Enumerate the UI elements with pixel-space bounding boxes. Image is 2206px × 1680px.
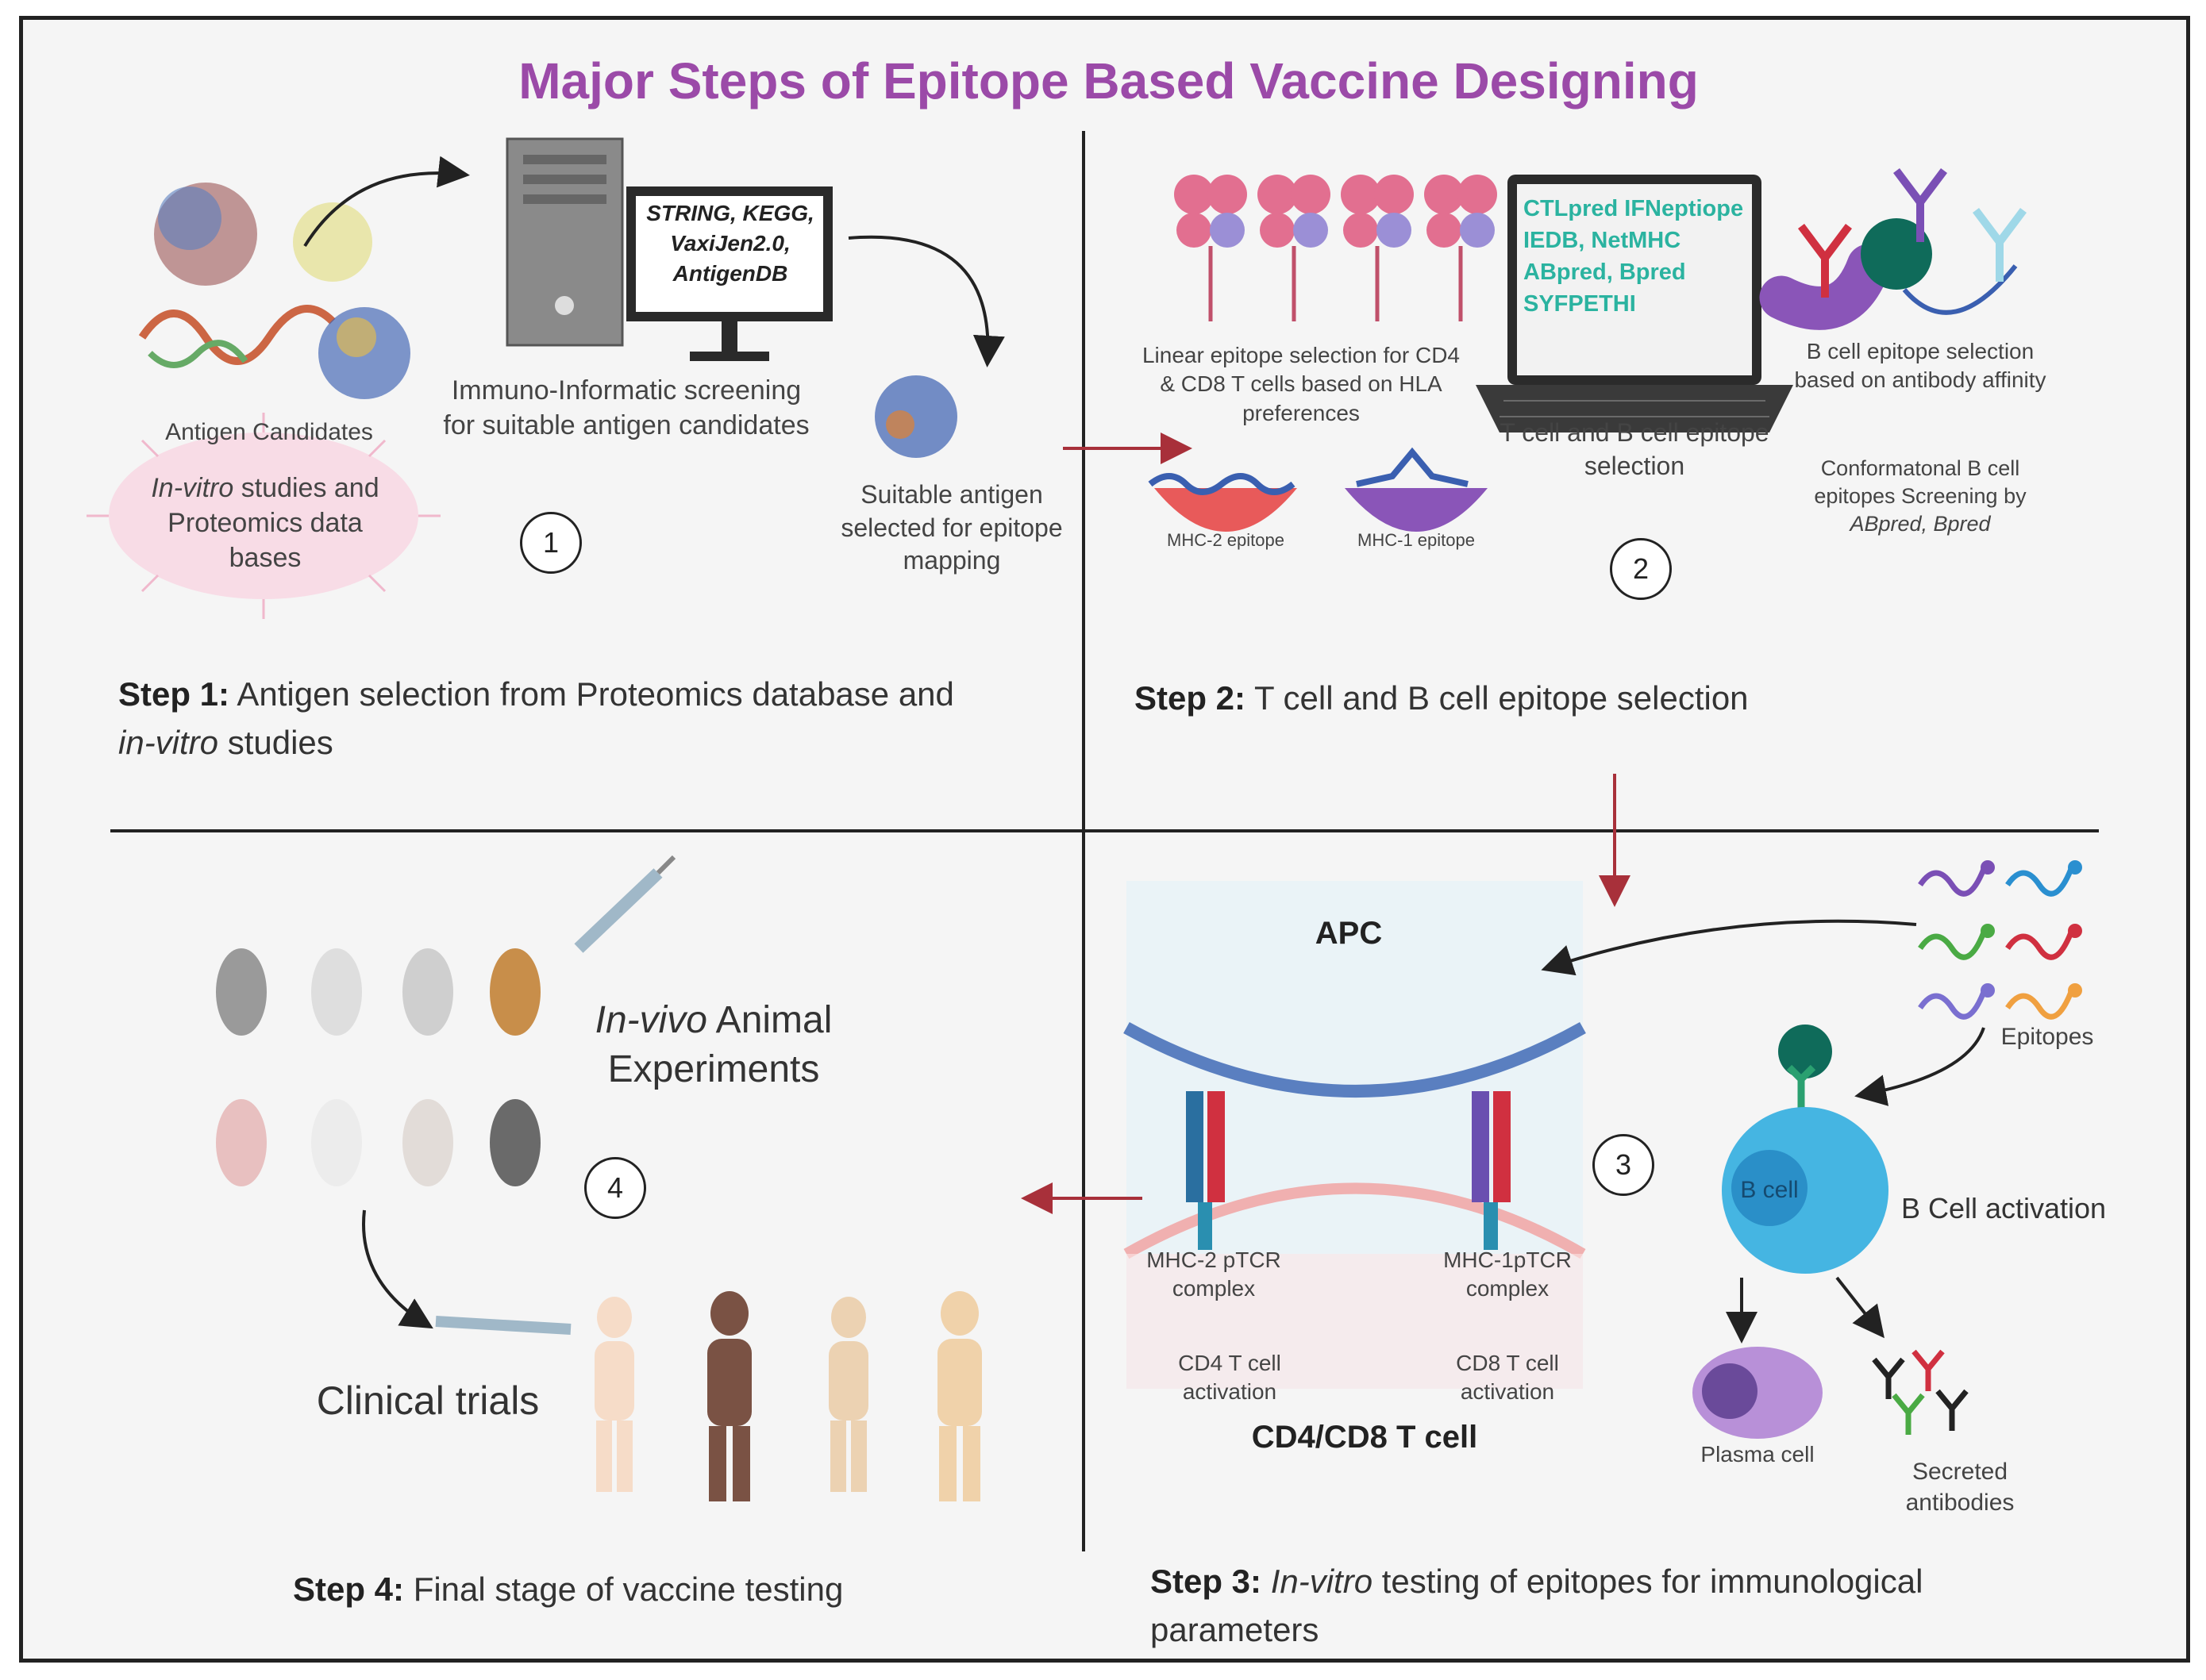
epitope-squiggles bbox=[1918, 860, 2082, 1020]
step3-caption: Step 3: In-vitro testing of epitopes for… bbox=[1150, 1558, 2103, 1655]
antibody-antigen-cluster bbox=[1759, 168, 2027, 330]
invivo-italic: In-vivo bbox=[595, 999, 707, 1041]
step1-caption-bold: Step 1: bbox=[118, 675, 230, 713]
proteomics-rest: studies and Proteomics data bases bbox=[167, 473, 379, 574]
invivo-rest: Animal bbox=[706, 999, 833, 1041]
secreted-antibodies-shape bbox=[1872, 1349, 1969, 1435]
arrow-epitopes-to-apc bbox=[1541, 919, 1917, 976]
bcell-nucleus bbox=[1731, 1150, 1808, 1226]
bcell-activation-label: B Cell activation bbox=[1900, 1192, 2107, 1224]
step3-caption-text: testing of epitopes for immunological bbox=[1372, 1563, 1923, 1600]
bcell-selection-label: B cell epitope selection based on antibo… bbox=[1794, 339, 2046, 393]
figure-title: Major Steps of Epitope Based Vaccine Des… bbox=[518, 52, 1699, 110]
suitable-antigen-structure bbox=[875, 375, 957, 458]
syringe-icon bbox=[574, 855, 676, 953]
arrow-bcell-to-antibodies bbox=[1835, 1276, 1885, 1339]
tool-line-2: VaxiJen2.0, bbox=[670, 230, 791, 256]
tcell-body bbox=[1126, 1254, 1583, 1389]
mhc2-complex-label: MHC-2 pTCR complex bbox=[1146, 1248, 1281, 1301]
step4-caption-bold: Step 4: bbox=[293, 1570, 405, 1608]
antigen-protein-structures bbox=[138, 183, 410, 399]
step3-caption-line2: parameters bbox=[1150, 1610, 1319, 1648]
bcell-receptor bbox=[1778, 1025, 1832, 1111]
linear-epitope-label: Linear epitope selection for CD4 & CD8 T… bbox=[1141, 343, 1460, 425]
cd8-activation-label: CD8 T cell activation bbox=[1456, 1351, 1559, 1405]
pathogen-cell bbox=[87, 413, 441, 619]
mhc2-epitope-label: MHC-2 epitope bbox=[1167, 530, 1284, 550]
step4-caption: Step 4: Final stage of vaccine testing bbox=[293, 1566, 1087, 1614]
mhc1-complex-label: MHC-1pTCR complex bbox=[1443, 1248, 1572, 1301]
mhc2-ptcr-complex bbox=[1186, 1091, 1225, 1250]
epitopes-label: Epitopes bbox=[2000, 1024, 2094, 1050]
apc-label: APC bbox=[1315, 916, 1383, 951]
tool-line-1: STRING, KEGG, bbox=[646, 201, 814, 225]
tool2-line-2: IEDB, NetMHC bbox=[1523, 228, 1681, 254]
in-vitro-italic: In-vitro bbox=[151, 473, 234, 503]
plasma-cell-label: Plasma cell bbox=[1700, 1442, 1815, 1467]
step-number-2: 2 bbox=[1610, 538, 1672, 600]
plasma-cell bbox=[1692, 1347, 1823, 1439]
tb-selection-label: T cell and B cell epitope selection bbox=[1500, 418, 1769, 480]
mhc1-epitope-shape bbox=[1345, 447, 1488, 532]
step1-caption: Step 1: Antigen selection from Proteomic… bbox=[118, 671, 1055, 767]
bcell-label: B cell bbox=[1740, 1177, 1799, 1203]
tool2-line-3: ABpred, Bpred bbox=[1523, 259, 1686, 286]
apc-membrane bbox=[1123, 1021, 1586, 1098]
laptop bbox=[1476, 175, 1793, 432]
computer-monitor bbox=[626, 186, 833, 361]
step1-caption-tail: studies bbox=[218, 723, 333, 761]
step-number-1: 1 bbox=[520, 512, 582, 574]
arrow-to-suitable-antigen bbox=[848, 235, 1005, 367]
figure-frame: Major Steps of Epitope Based Vaccine Des… bbox=[19, 16, 2190, 1663]
human-figures bbox=[595, 1291, 982, 1501]
screen-tools: STRING, KEGG, VaxiJen2.0, AntigenDB bbox=[641, 198, 820, 288]
step2-caption: Step 2: T cell and B cell epitope select… bbox=[1134, 675, 2087, 723]
step-number-3: 3 bbox=[1592, 1134, 1654, 1196]
step-number-4: 4 bbox=[584, 1157, 646, 1219]
tcell-label: CD4/CD8 T cell bbox=[1251, 1420, 1478, 1455]
syringe-icon-2 bbox=[435, 1316, 572, 1335]
tool-line-3: AntigenDB bbox=[672, 260, 788, 286]
step2-caption-bold: Step 2: bbox=[1134, 679, 1246, 717]
step3-caption-italic: In-vitro bbox=[1270, 1563, 1373, 1600]
step1-caption-italic: in-vitro bbox=[118, 723, 219, 761]
experiments-text: Experiments bbox=[607, 1048, 820, 1091]
step3-caption-bold: Step 3: bbox=[1150, 1563, 1262, 1600]
lab-mice bbox=[216, 948, 541, 1186]
cd4-activation-label: CD4 T cell activation bbox=[1178, 1351, 1281, 1405]
arrow-to-computer bbox=[303, 156, 470, 248]
step2-caption-text: T cell and B cell epitope selection bbox=[1245, 679, 1749, 717]
proteomics-label: In-vitro studies and Proteomics data bas… bbox=[142, 471, 388, 576]
conformational-label: Conformatonal B cell epitopes Screening … bbox=[1785, 455, 2055, 538]
tool2-line-4: SYFPETHI bbox=[1523, 291, 1636, 317]
conformational-text: Conformatonal B cell epitopes Screening … bbox=[1814, 456, 2027, 509]
diagram-graphics bbox=[87, 131, 2099, 1551]
hla-receptors bbox=[1174, 175, 1497, 321]
screening-label: Immuno-Informatic screening for suitable… bbox=[443, 375, 810, 441]
mhc2-epitope-shape bbox=[1148, 473, 1297, 532]
clinical-trials-label: Clinical trials bbox=[316, 1378, 540, 1423]
step1-caption-text: Antigen selection from Proteomics databa… bbox=[229, 675, 954, 713]
tool2-line-1: CTLpred IFNeptiope bbox=[1523, 196, 1744, 221]
laptop-screen-tools: CTLpred IFNeptiope IEDB, NetMHC ABpred, … bbox=[1523, 193, 1754, 320]
suitable-antigen-label: Suitable antigen selected for epitope ma… bbox=[841, 480, 1063, 575]
conformational-tools: ABpred, Bpred bbox=[1850, 512, 1991, 536]
mhc1-epitope-label: MHC-1 epitope bbox=[1357, 530, 1475, 550]
arrow-mice-to-clinical bbox=[362, 1209, 433, 1329]
secreted-antibodies-label: Secreted antibodies bbox=[1905, 1459, 2015, 1516]
mhc1-ptcr-complex bbox=[1472, 1091, 1511, 1250]
computer-tower bbox=[506, 137, 624, 347]
antigen-candidates-label: Antigen Candidates bbox=[165, 419, 373, 445]
arrow-epitopes-to-bcell bbox=[1854, 1027, 1985, 1106]
step4-caption-text: Final stage of vaccine testing bbox=[404, 1570, 844, 1608]
tcell-membrane bbox=[1123, 1182, 1586, 1259]
